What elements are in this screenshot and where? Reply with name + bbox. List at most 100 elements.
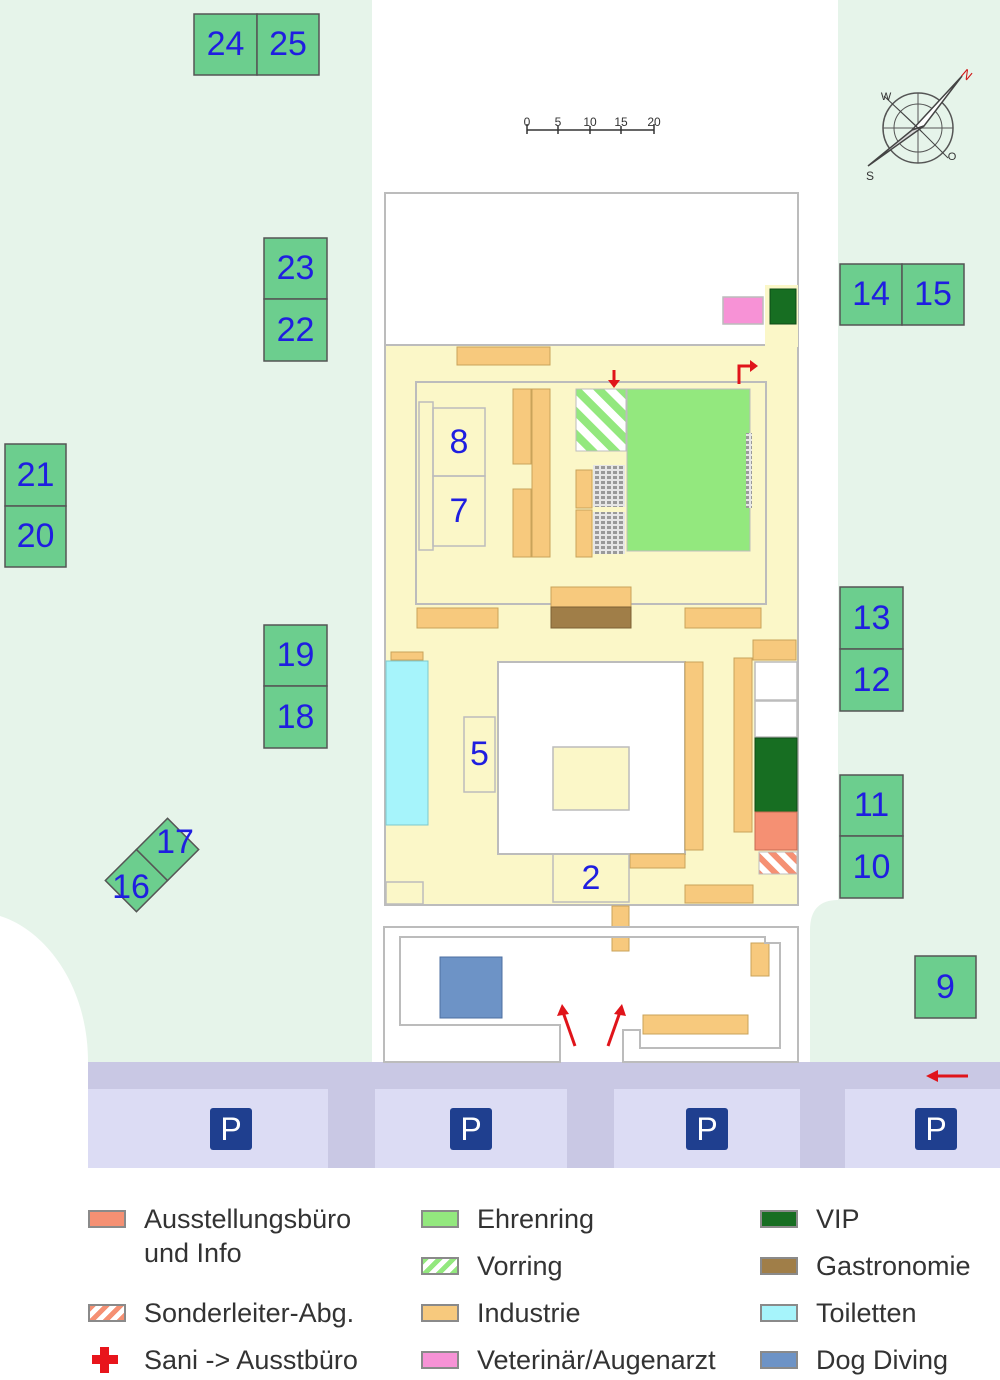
scale-bar [526, 124, 655, 134]
ring-16: 16 [112, 867, 150, 906]
industrie-stand [629, 853, 686, 869]
seating-block-1 [593, 465, 625, 507]
legend-item-info: Ausstellungsbüro und Info [88, 1202, 351, 1270]
industrie-stand [733, 657, 753, 833]
arrow-turn-icon [737, 364, 752, 384]
hall-2: 2 [581, 858, 601, 897]
arrow-entrance-left-icon [561, 1011, 577, 1047]
hall-frame-5 [463, 716, 496, 793]
legend-swatch-vip [760, 1210, 798, 1228]
vip-area-top [769, 288, 797, 325]
legend-item-vip: VIP [760, 1202, 860, 1236]
ring-19: 19 [276, 636, 315, 674]
ring-12: 12 [852, 660, 891, 699]
legend-label-industrie: Industrie [477, 1298, 581, 1328]
legend-label-sani: Sani -> Ausstbüro [144, 1345, 358, 1375]
ground-corner-white [0, 916, 88, 1080]
room-white-1 [754, 661, 798, 701]
legend-swatch-hatched [421, 1257, 459, 1275]
legend-item-ehrenring: Ehrenring [421, 1202, 594, 1236]
legend-item-veterinaer: Veterinär/Augenarzt [421, 1343, 716, 1377]
industrie-stand [512, 488, 532, 558]
veterinaer-area [722, 296, 764, 325]
ehrenring-area [626, 388, 751, 552]
industrie-stand [416, 607, 499, 629]
legend-swatch-industrie [421, 1304, 459, 1322]
parking-lot-1 [88, 1089, 328, 1168]
ring-25: 25 [269, 25, 307, 63]
ring-9: 9 [936, 967, 955, 1006]
arrow-entrance-right-icon [606, 1011, 622, 1047]
scale-tick-15: 15 [614, 115, 628, 129]
info-office [754, 811, 798, 851]
compass-rose-icon: N S W O [866, 66, 975, 183]
legend-item-vorring: Vorring [421, 1249, 563, 1283]
vip-area [754, 737, 798, 813]
ring-14: 14 [852, 275, 890, 313]
direction-arrows [557, 360, 968, 1082]
ground-right [838, 0, 1000, 900]
industrie-stand [456, 346, 551, 366]
seating-block-2 [593, 512, 625, 554]
hall-frame-2 [552, 853, 630, 903]
ring-20: 20 [16, 517, 55, 555]
legend-item-industrie: Industrie [421, 1296, 581, 1330]
ring-15: 15 [914, 275, 952, 313]
ring-boxes [4, 13, 977, 1019]
ring-10: 10 [852, 847, 891, 886]
ring-17: 17 [156, 822, 194, 861]
ring-23: 23 [276, 249, 315, 287]
ring-13: 13 [852, 598, 891, 637]
industrie-stand [684, 661, 704, 851]
industrie-stand [752, 639, 797, 661]
hall-5: 5 [470, 735, 489, 773]
industrie-stand [684, 884, 754, 904]
dog-diving-area [439, 956, 503, 1019]
legend-swatch-veterinaer [421, 1351, 459, 1369]
parking-sign-icon: P [686, 1108, 728, 1150]
legend-label-toiletten: Toiletten [816, 1298, 917, 1328]
main-building [384, 192, 799, 1035]
room-white-2 [754, 700, 798, 738]
red-cross-icon [88, 1343, 126, 1377]
hall-side-8-7 [418, 401, 434, 551]
industrie-stand [750, 942, 770, 977]
legend-label-vorring: Vorring [477, 1251, 563, 1281]
industrie-stand [550, 586, 632, 608]
entrance-building [383, 926, 799, 1063]
parking-sign-icon: P [210, 1108, 252, 1150]
legend-item-gastronomie: Gastronomie [760, 1249, 971, 1283]
industrie-stand [512, 388, 532, 465]
legend-label-info-line2: und Info [144, 1238, 242, 1268]
legend-swatch-hatched [88, 1304, 126, 1322]
scale-tick-0: 0 [524, 115, 531, 129]
ground-right-lower [810, 900, 1000, 1062]
compass-west: W [881, 91, 892, 103]
industrie-stand [575, 509, 593, 558]
scale-tick-20: 20 [647, 115, 661, 129]
legend-label-gastronomie: Gastronomie [816, 1251, 971, 1281]
industrie-stand [390, 651, 424, 661]
ring-21: 21 [16, 455, 55, 494]
scale-tick-10: 10 [583, 115, 597, 129]
road [88, 1062, 1000, 1168]
industrie-stand [531, 388, 551, 558]
ring-11: 11 [853, 786, 890, 824]
legend-label-ehrenring: Ehrenring [477, 1204, 595, 1234]
scale-tick-5: 5 [555, 115, 562, 129]
industrie-stand [684, 607, 762, 629]
legend-label-info: Ausstellungsbüro und Info [144, 1202, 351, 1270]
legend-label-veterinaer: Veterinär/Augenarzt [477, 1345, 716, 1375]
legend-swatch-gastronomie [760, 1257, 798, 1275]
hall-8: 8 [449, 422, 469, 461]
legend-label-info-line1: Ausstellungsbüro [144, 1204, 352, 1234]
compass-east: O [948, 151, 957, 163]
legend-item-sani: Sani -> Ausstbüro [88, 1343, 358, 1377]
seating-right [746, 433, 752, 508]
industrie-stand [642, 1014, 749, 1035]
vorring-area [575, 388, 627, 452]
legend-item-sonderleiter: Sonderleiter-Abg. [88, 1296, 354, 1330]
parking-sign-icon: P [915, 1108, 957, 1150]
venue-map: 0 5 10 15 20 N S W O [0, 0, 1000, 1168]
legend-swatch-ehrenring [421, 1210, 459, 1228]
